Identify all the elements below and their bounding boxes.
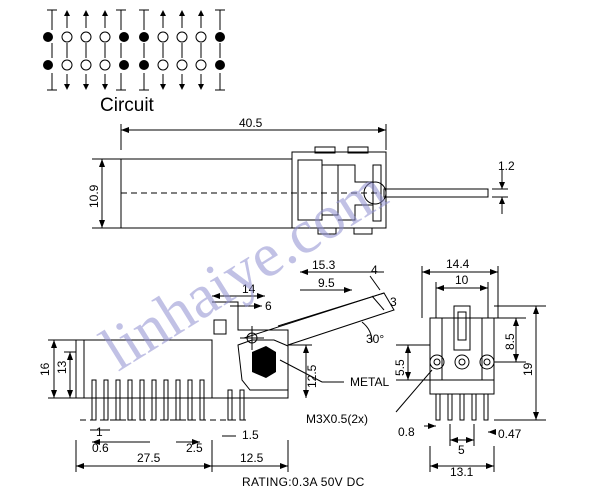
dim-12-5-horizontal: 12.5 — [240, 451, 264, 465]
dim-1-5: 1.5 — [242, 428, 259, 442]
dim-0-47: 0.47 — [498, 427, 522, 441]
dim-6: 6 — [265, 299, 272, 313]
dim-19: 19 — [521, 362, 535, 376]
dim-27-5: 27.5 — [137, 451, 161, 465]
dim-0-8: 0.8 — [398, 425, 415, 439]
top-view: 40.5 1.2 10.9 — [87, 116, 515, 235]
dim-4: 4 — [371, 263, 378, 277]
dim-0-6: 0.6 — [92, 441, 109, 455]
dim-14-4: 14.4 — [446, 257, 470, 271]
callout-metal: METAL — [350, 375, 389, 389]
dim-1: 1 — [96, 425, 103, 439]
callout-screw: M3X0.5(2x) — [306, 412, 368, 426]
dim-13: 13 — [55, 360, 69, 374]
rating-text: RATING:0.3A 50V DC — [242, 475, 365, 489]
dim-12-5-vertical: 12.5 — [305, 364, 319, 388]
dim-1-2: 1.2 — [498, 159, 515, 173]
dim-2-5: 2.5 — [186, 441, 203, 455]
dim-10: 10 — [455, 273, 469, 287]
circuit-title: Circuit — [100, 95, 155, 116]
dim-5-5: 5.5 — [393, 359, 407, 376]
dim-5: 5 — [458, 443, 465, 457]
side-pins — [80, 379, 250, 421]
side-view: 15.3 4 14 9.5 6 3 30° 16 13 12.5 — [38, 258, 397, 489]
dim-13-1: 13.1 — [450, 465, 474, 479]
circuit-block-left — [43, 9, 129, 91]
dim-16: 16 — [38, 362, 52, 376]
dim-10-9: 10.9 — [87, 184, 101, 208]
dim-15-3: 15.3 — [312, 258, 336, 272]
dim-9-5: 9.5 — [318, 276, 335, 290]
dim-14: 14 — [242, 282, 256, 296]
dim-3: 3 — [390, 295, 397, 309]
dim-40-5: 40.5 — [239, 116, 263, 130]
circuit-block-right — [139, 9, 225, 91]
end-view: 14.4 10 8.5 19 — [306, 257, 546, 479]
watermark-text: linhaiye.com — [89, 156, 398, 384]
dim-30: 30° — [366, 332, 384, 346]
dim-8-5: 8.5 — [503, 333, 517, 350]
circuit-diagram: Circuit — [43, 9, 225, 116]
